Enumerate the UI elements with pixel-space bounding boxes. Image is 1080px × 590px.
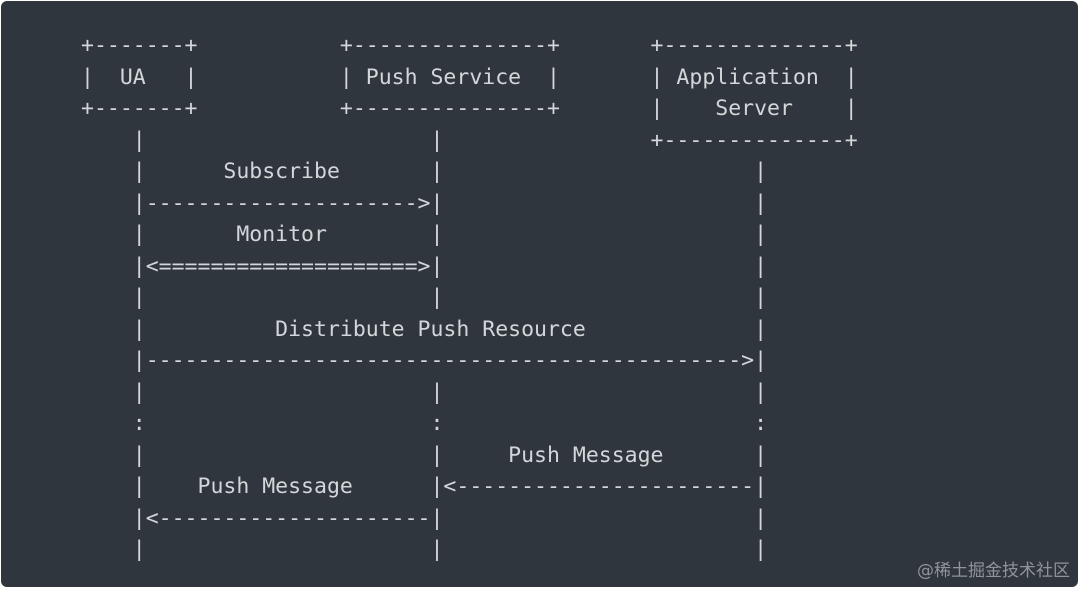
watermark: @稀土掘金技术社区 (917, 561, 1070, 581)
diagram-line-server-box-bottom: | | +--------------+ (81, 127, 858, 153)
diagram-line-boxes-top: +-------+ +---------------+ +-----------… (81, 33, 858, 58)
diagram-line-distribute-label: | Distribute Push Resource | (81, 316, 768, 342)
diagram-line-box-labels: | UA | | Push Service | | Application | (81, 64, 858, 90)
diagram-line-push-message-arrow-right: | Push Message |<-----------------------… (81, 474, 768, 499)
diagram-line-lifelines-end: | | | (81, 537, 768, 562)
diagram-line-lifelines: | | | (81, 379, 768, 405)
ascii-sequence-diagram: +-------+ +---------------+ +-----------… (81, 30, 858, 566)
diagram-line-boxes-bottom: +-------+ +---------------+ | Server | (81, 96, 858, 121)
diagram-line-push-message-label-right: | | Push Message | (81, 442, 768, 468)
diagram-line-spacer: | | | (81, 285, 768, 310)
diagram-line-ellipsis: : : : (81, 411, 768, 436)
diagram-line-push-message-arrow-left: |<---------------------| | (81, 505, 768, 531)
diagram-line-subscribe-label: | Subscribe | | (81, 159, 768, 184)
diagram-line-distribute-arrow: |---------------------------------------… (81, 348, 768, 373)
diagram-line-subscribe-arrow: |--------------------->| | (81, 190, 768, 216)
diagram-line-monitor-label: | Monitor | | (81, 222, 768, 247)
diagram-line-monitor-arrow: |<====================>| | (81, 253, 768, 279)
